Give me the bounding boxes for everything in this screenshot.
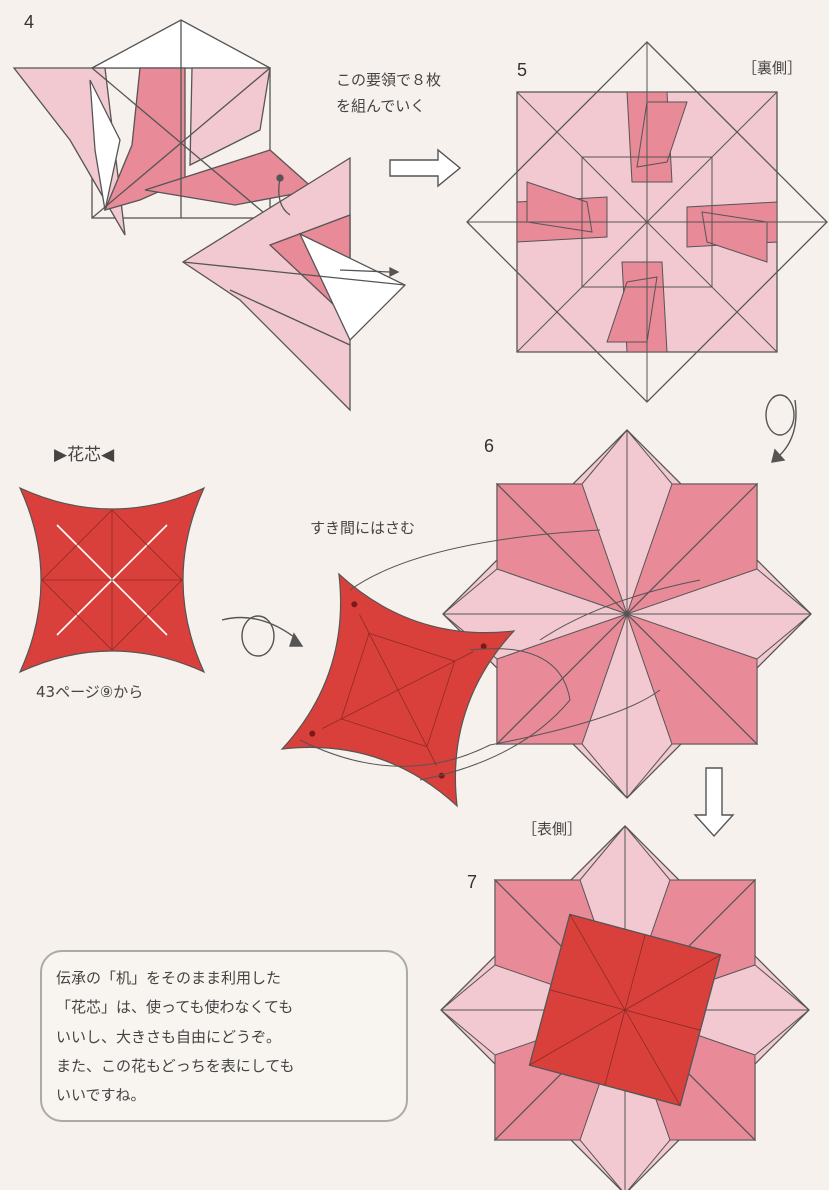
step-5-diagram <box>467 42 827 402</box>
down-arrow-icon <box>695 768 733 836</box>
flower-center-diagram <box>20 488 204 672</box>
flip-arrow-icon <box>766 395 796 462</box>
step-4-diagram <box>14 20 405 410</box>
turn-over-arrow-icon <box>222 616 302 656</box>
next-arrow-icon <box>390 150 460 186</box>
step-7-diagram <box>441 826 809 1190</box>
step-6-diagram <box>443 430 811 798</box>
